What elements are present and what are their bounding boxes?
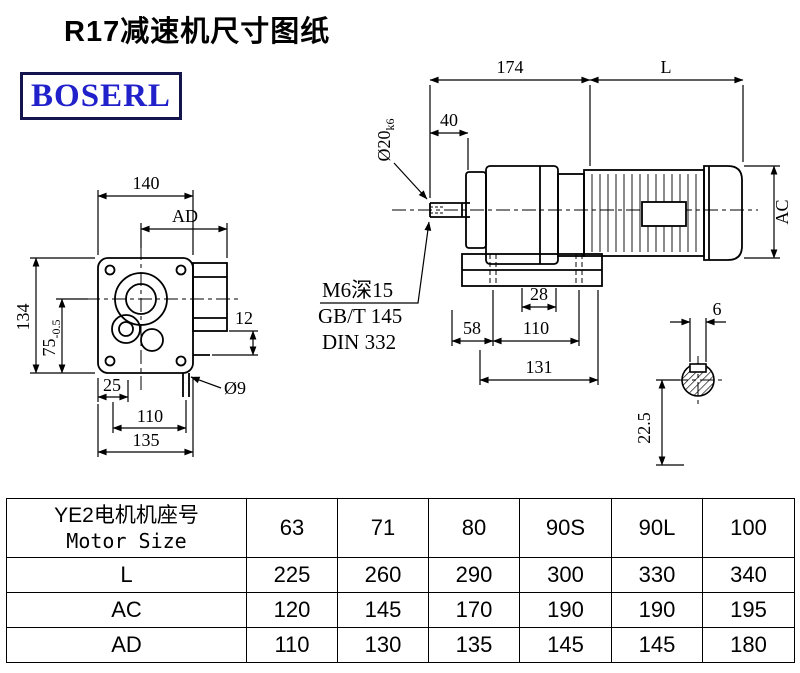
size-col: 90L — [611, 498, 703, 558]
table-cell: 300 — [519, 557, 612, 593]
gearbox-housing — [97, 257, 194, 374]
side-view-dim-labels: 174 L 40 Ø20k6 AC M6深15 GB/T 145 DIN 332… — [318, 57, 792, 377]
size-col: 100 — [702, 498, 795, 558]
keyway — [689, 363, 707, 373]
dim-dia9: Ø9 — [224, 378, 246, 398]
dim-110-front: 110 — [137, 406, 163, 426]
note-m6: M6深15 — [322, 278, 393, 302]
row-label: L — [6, 557, 247, 593]
page-title: R17减速机尺寸图纸 — [64, 16, 331, 48]
motor-size-header: YE2电机机座号 Motor Size — [6, 498, 247, 558]
dim-ac: AC — [772, 199, 792, 224]
side-view-dimensions — [320, 76, 780, 385]
side-flange — [192, 262, 228, 332]
size-col: 80 — [428, 498, 520, 558]
table-cell: 145 — [519, 627, 612, 663]
table-row-ad: AD 110 130 135 145 145 180 — [6, 627, 795, 663]
dim-134: 134 — [13, 304, 33, 331]
table-cell: 145 — [337, 592, 429, 628]
output-bore — [114, 272, 168, 326]
fan-cover — [703, 165, 743, 261]
size-col: 63 — [246, 498, 338, 558]
table-row-ac: AC 120 145 170 190 190 195 — [6, 592, 795, 628]
front-view-dimensions — [30, 190, 258, 457]
note-din: DIN 332 — [322, 330, 396, 354]
dimension-table: YE2电机机座号 Motor Size 63 71 80 90S 90L 100… — [6, 498, 795, 663]
size-col: 90S — [519, 498, 612, 558]
table-cell: 190 — [611, 592, 703, 628]
table-cell: 135 — [428, 627, 520, 663]
motor-size-label-en: Motor Size — [66, 529, 187, 554]
dim-6: 6 — [713, 299, 722, 319]
dim-58: 58 — [463, 318, 481, 338]
motor-size-label-cn: YE2电机机座号 — [54, 503, 199, 527]
table-cell: 170 — [428, 592, 520, 628]
dim-shaft-dia: Ø20k6 — [374, 119, 397, 162]
table-cell: 190 — [519, 592, 612, 628]
motor-nameplate — [641, 201, 687, 227]
dim-75: 75-0.5 — [39, 320, 63, 357]
dim-110-side: 110 — [523, 318, 549, 338]
note-gbt: GB/T 145 — [318, 304, 402, 328]
dim-ad: AD — [172, 206, 198, 226]
row-label: AC — [6, 592, 247, 628]
dim-22-5: 22.5 — [634, 412, 654, 444]
dim-28: 28 — [530, 284, 548, 304]
centerlines — [86, 209, 758, 404]
table-row-l: L 225 260 290 300 330 340 — [6, 557, 795, 593]
dim-25: 25 — [103, 375, 121, 395]
dim-140: 140 — [133, 173, 160, 193]
size-col: 71 — [337, 498, 429, 558]
table-cell: 225 — [246, 557, 338, 593]
dim-l: L — [661, 57, 672, 77]
front-view-dim-labels: 140 AD 134 75-0.5 25 110 135 12 Ø9 — [13, 173, 253, 450]
table-cell: 260 — [337, 557, 429, 593]
table-cell: 130 — [337, 627, 429, 663]
row-label: AD — [6, 627, 247, 663]
side-view-outline — [429, 165, 743, 287]
brand-logo-box: BOSERL — [20, 72, 182, 120]
output-shaft — [429, 202, 470, 218]
dim-135: 135 — [133, 430, 160, 450]
technical-drawing: 140 AD 134 75-0.5 25 110 135 12 Ø9 — [13, 57, 792, 466]
table-cell: 340 — [702, 557, 795, 593]
dim-174: 174 — [497, 57, 524, 77]
motor-adapter — [557, 173, 585, 257]
gear-housing-side — [485, 165, 559, 265]
table-cell: 290 — [428, 557, 520, 593]
front-view-outline — [97, 257, 228, 397]
table-cell: 195 — [702, 592, 795, 628]
brand-logo-text: BOSERL — [31, 77, 171, 114]
table-cell: 330 — [611, 557, 703, 593]
table-cell: 110 — [246, 627, 338, 663]
table-cell: 145 — [611, 627, 703, 663]
table-cell: 180 — [702, 627, 795, 663]
shaft-end-detail: 6 22.5 — [634, 299, 726, 466]
dim-40: 40 — [440, 110, 458, 130]
dim-12: 12 — [235, 308, 253, 328]
table-cell: 120 — [246, 592, 338, 628]
dim-131: 131 — [526, 357, 553, 377]
